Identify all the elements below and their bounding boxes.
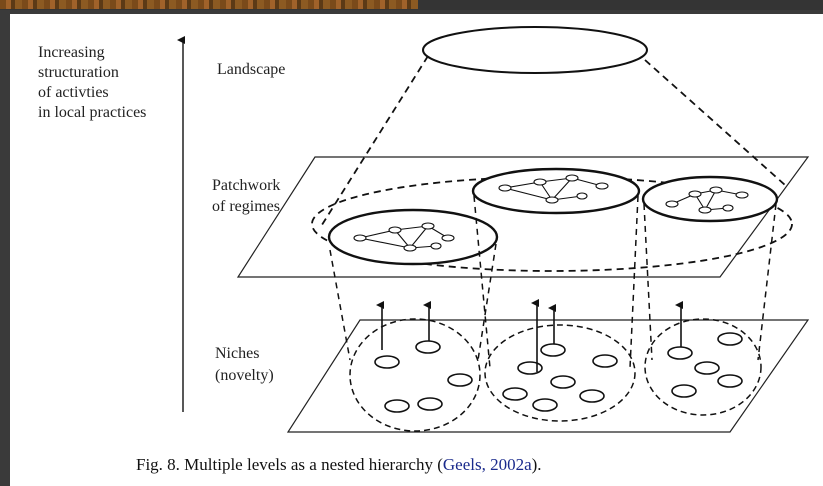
regime-plane	[236, 156, 810, 278]
regime-1-network	[353, 222, 455, 252]
niches-label-line-1: Niches	[215, 345, 259, 362]
regime-3-niche-left	[643, 203, 653, 361]
niches-label: Niches (novelty)	[215, 345, 274, 384]
figure-caption: Fig. 8. Multiple levels as a nested hier…	[136, 455, 542, 474]
caption-text: Fig. 8. Multiple levels as a nested hier…	[136, 455, 443, 474]
regime-2-network	[498, 174, 609, 204]
axis-label-line-1: Increasing	[38, 44, 105, 61]
top-decorative-strip	[0, 0, 823, 10]
niches	[374, 332, 743, 413]
caption-end: ).	[532, 455, 542, 474]
niche-group-3	[644, 318, 762, 416]
axis-label-line-4: in local practices	[38, 104, 146, 121]
regime-1-ellipse	[327, 208, 499, 266]
niche-group-1	[349, 318, 481, 432]
landscape-label: Landscape	[217, 61, 285, 78]
landscape-ellipse	[422, 26, 648, 74]
landscape-cone-left	[319, 55, 429, 229]
regime-1-niche-left	[329, 249, 351, 361]
regimes-label: Patchwork of regimes	[212, 177, 284, 215]
regime-1-niche-right	[477, 243, 497, 361]
regime-2-niche-left	[473, 195, 491, 369]
regime-3-ellipse	[641, 175, 779, 223]
regimes-label-line-2: of regimes	[212, 198, 280, 215]
axis-label-line-2: structuration	[38, 64, 119, 81]
regime-2-ellipse	[471, 167, 641, 215]
axis-label-line-3: of activties	[38, 84, 109, 101]
niche-group-2	[484, 324, 636, 422]
regime-3-niche-right	[757, 203, 777, 361]
caption-citation-link[interactable]: Geels, 2002a	[443, 455, 532, 474]
landscape-cone-right	[644, 59, 786, 186]
niches-label-line-2: (novelty)	[215, 367, 274, 384]
regime-2-niche-right	[629, 195, 639, 369]
niche-plane	[286, 319, 810, 433]
top-texture-band	[0, 0, 418, 9]
axis-label: Increasing structuration of activties in…	[38, 44, 146, 121]
regimes-label-line-1: Patchwork	[212, 177, 280, 194]
regimes-outer-dashed-ellipse	[311, 176, 793, 272]
regime-3-network	[665, 186, 749, 214]
